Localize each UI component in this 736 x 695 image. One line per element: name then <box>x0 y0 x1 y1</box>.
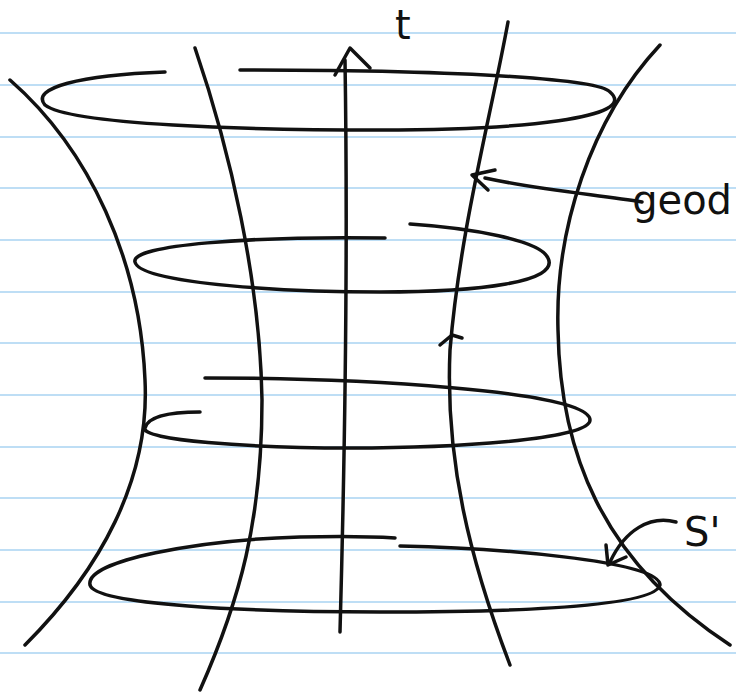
ruled-lines <box>0 33 736 653</box>
leader-line <box>485 178 642 202</box>
leader-line <box>610 520 676 562</box>
surface <box>10 22 730 690</box>
axis-label: t <box>395 5 411 45</box>
arrows <box>335 48 676 565</box>
callout-label: S' <box>684 512 720 552</box>
callout-label: geod <box>632 180 732 220</box>
